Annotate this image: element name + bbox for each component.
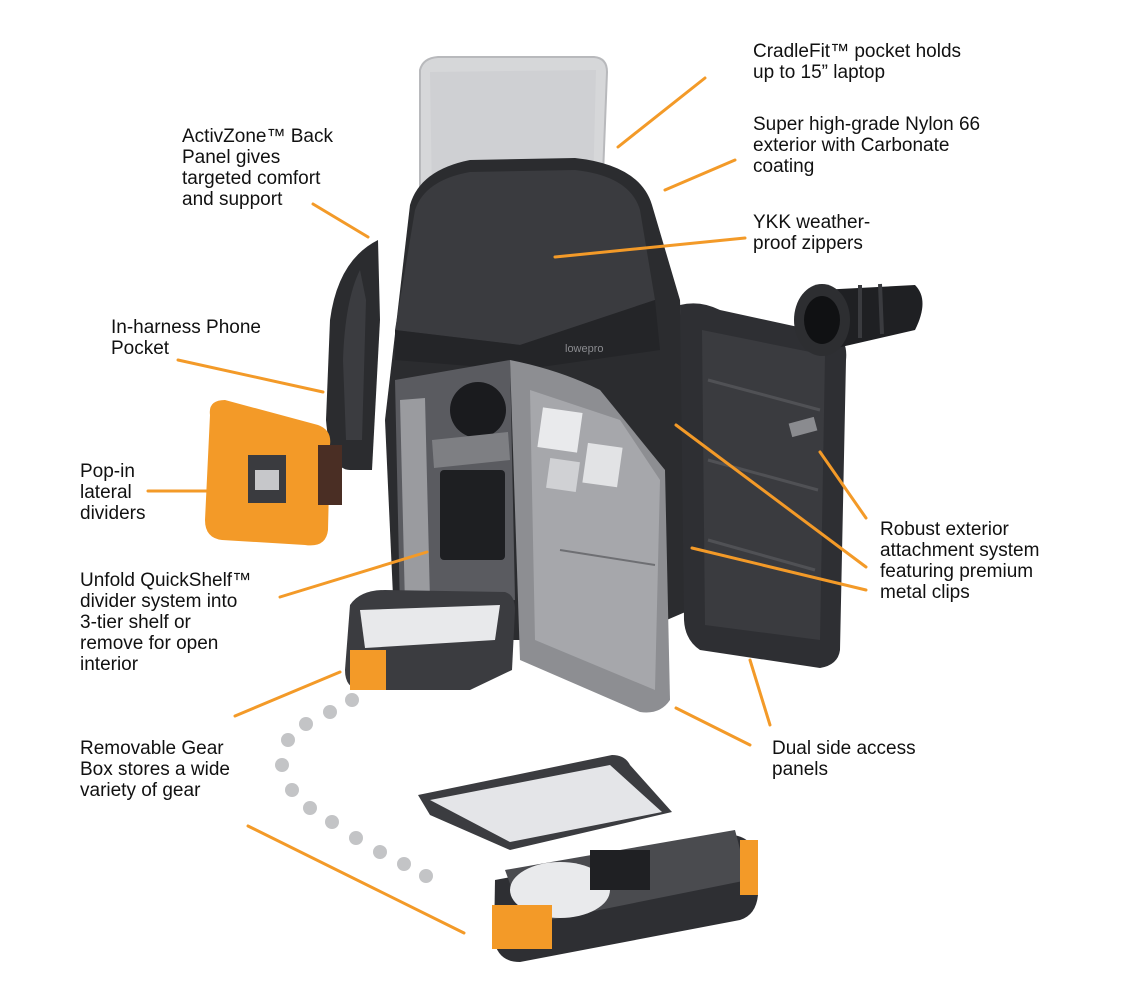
callout-ykk: YKK weather- proof zippers (753, 212, 871, 254)
callout-line-robust-c (690, 546, 868, 592)
callout-quickshelf: Unfold QuickShelf™ divider system into 3… (80, 570, 252, 675)
camera-lens (450, 382, 506, 438)
callout-line-nylon (663, 158, 737, 192)
lateral-divider-illustration (205, 400, 342, 546)
callout-lateral-dividers: Pop-in lateral dividers (80, 461, 146, 524)
callout-line-dual-a (674, 706, 752, 747)
callout-line-dual-b (748, 658, 772, 727)
left-interior-compartment (395, 360, 515, 610)
callout-line-phone (176, 358, 325, 394)
callout-phone-pocket: In-harness Phone Pocket (111, 317, 261, 359)
callout-line-cradlefit (616, 76, 707, 149)
gear-box-attached (345, 590, 515, 690)
callout-cradlefit: CradleFit™ pocket holds up to 15” laptop (753, 41, 962, 83)
callout-line-quickshelf (278, 550, 429, 599)
callout-line-gearbox-bottom (246, 824, 466, 935)
gearbox-motion-dots (275, 693, 433, 883)
callout-line-activzone (311, 202, 370, 239)
callout-line-gearbox-top (233, 670, 342, 718)
callout-activzone: ActivZone™ Back Panel gives targeted com… (182, 126, 333, 210)
callout-robust-attachment: Robust exterior attachment system featur… (880, 519, 1040, 603)
callout-line-ykk (553, 236, 747, 259)
activzone-back-panel (326, 240, 380, 470)
callout-gear-box: Removable Gear Box stores a wide variety… (80, 738, 230, 801)
callout-line-robust-b (674, 423, 868, 569)
right-side-access-panel (680, 303, 847, 668)
camera-body (440, 470, 505, 560)
callout-line-robust-a (818, 450, 868, 520)
left-side-access-panel (510, 360, 670, 713)
callout-lines (146, 76, 868, 935)
lens-illustration (794, 283, 923, 356)
gear-box-removed (418, 755, 758, 962)
brand-logo: lowepro (565, 343, 604, 355)
callout-dual-side-panels: Dual side access panels (772, 738, 916, 780)
callout-nylon: Super high-grade Nylon 66 exterior with … (753, 114, 981, 177)
